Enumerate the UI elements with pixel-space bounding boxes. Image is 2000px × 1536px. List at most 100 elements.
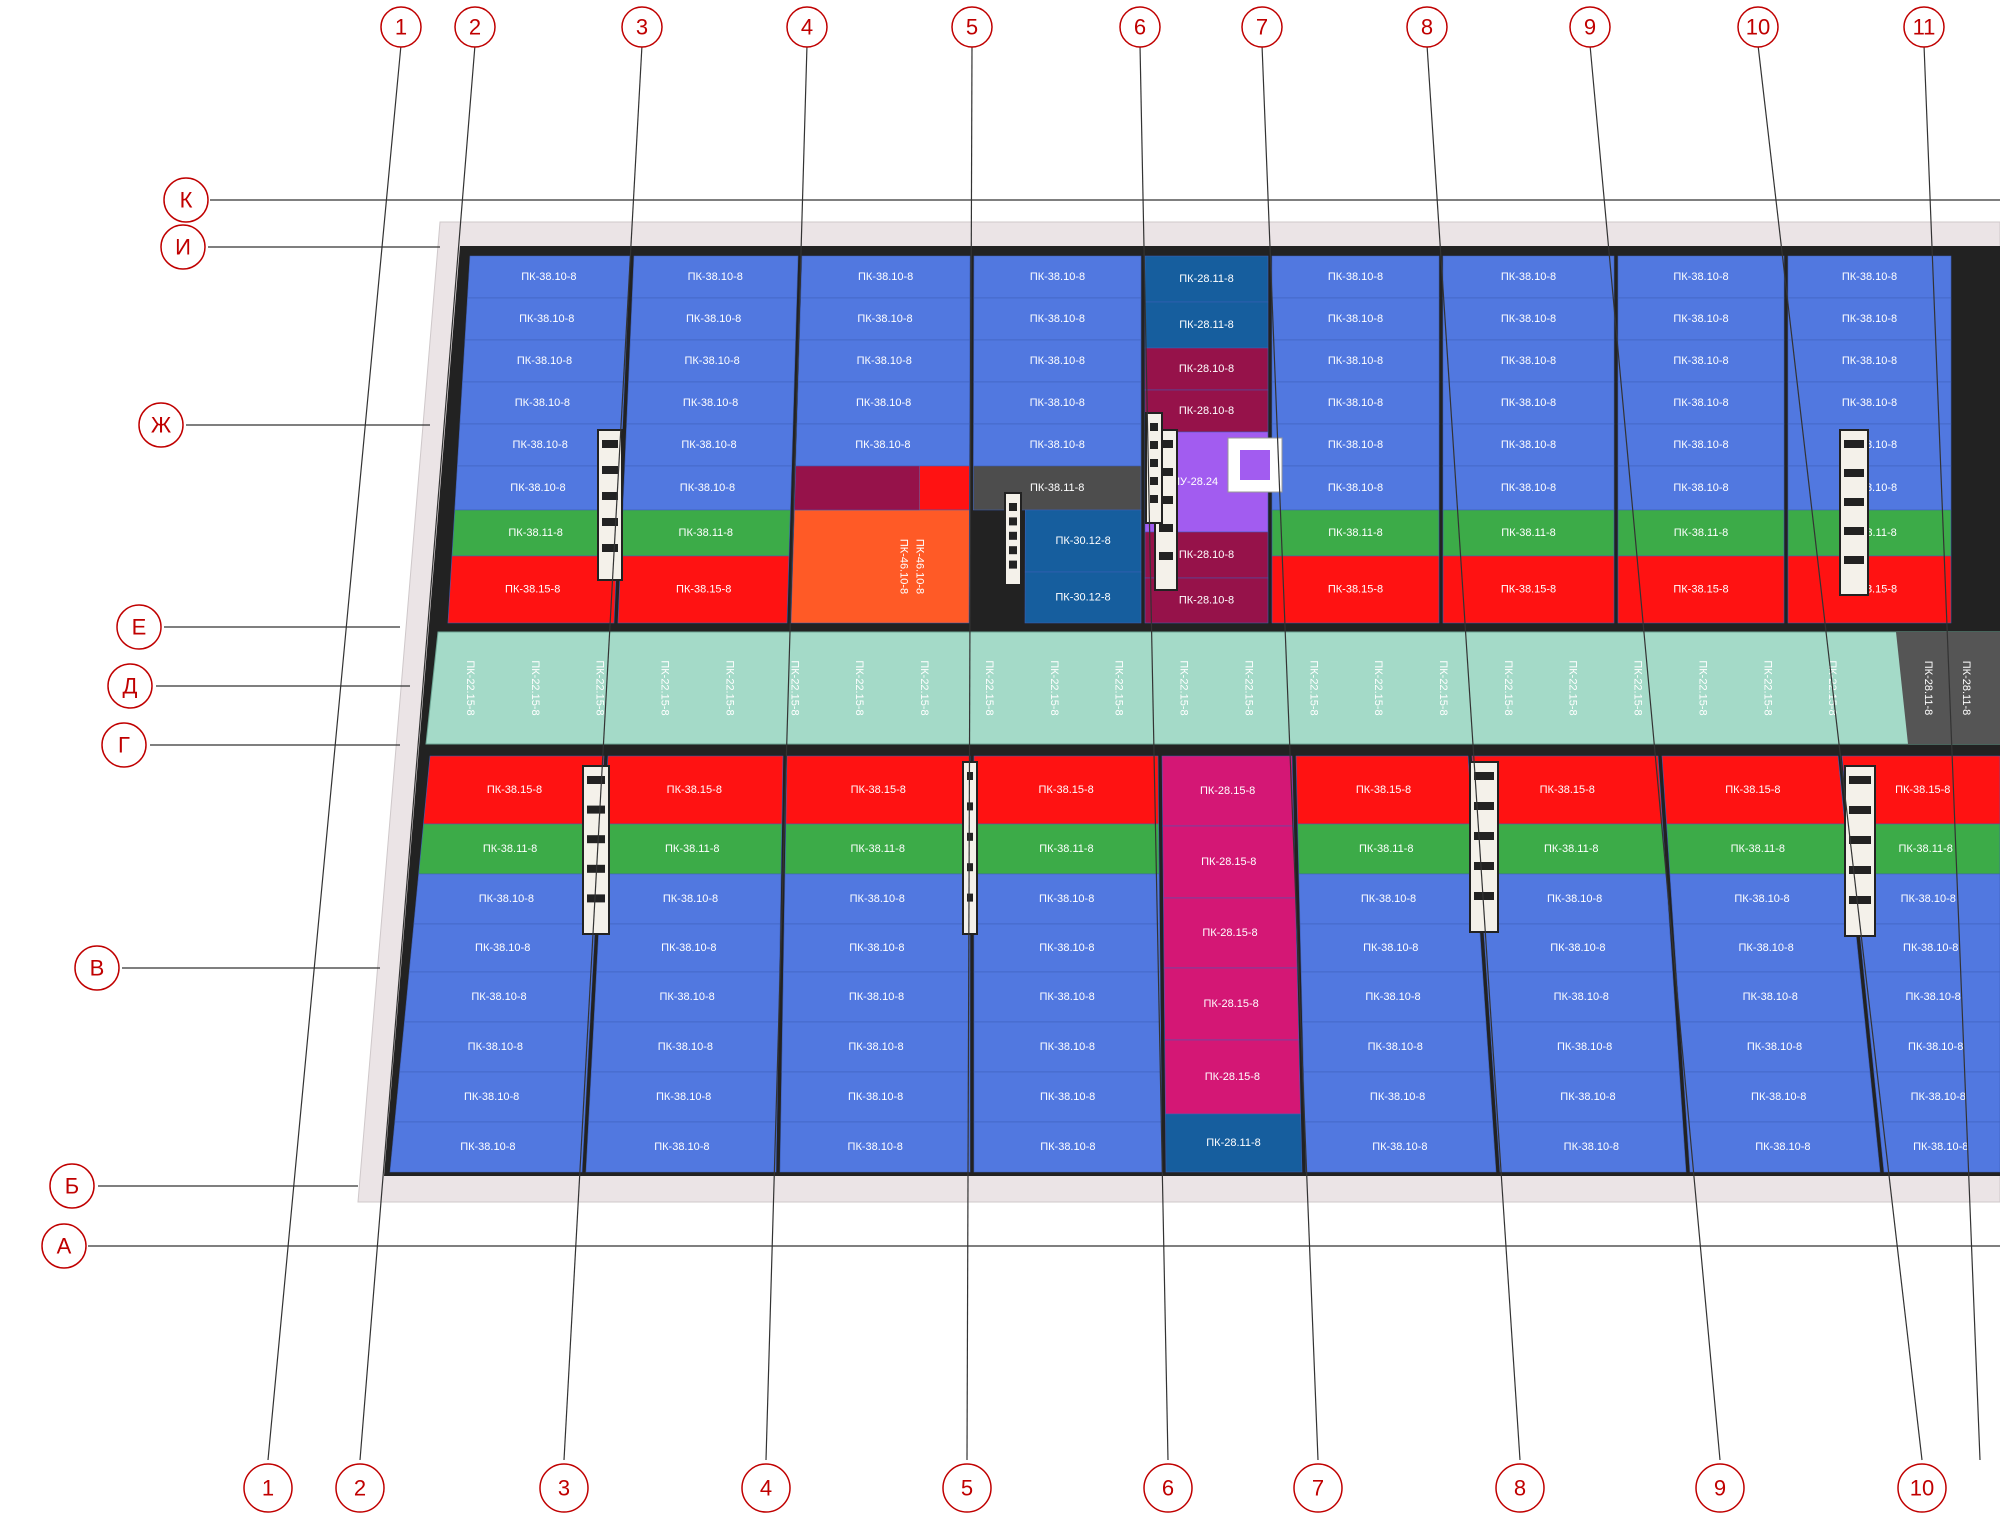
slab-label: ПК-38.15-8 [1356, 784, 1411, 796]
wall-opening [587, 894, 605, 903]
grid-axis-label: 5 [961, 1476, 973, 1501]
slab-label: ПК-38.10-8 [1734, 893, 1789, 905]
grid-axis-bubble [454, 6, 496, 48]
slab-label: ПК-38.10-8 [849, 991, 904, 1003]
slab-label: ПК-38.10-8 [1564, 1141, 1619, 1153]
grid-axis-bubble [1903, 6, 1945, 48]
grid-axis-label: 4 [760, 1476, 772, 1501]
slab-panel [1442, 555, 1615, 624]
slab-label: ПК-38.10-8 [1501, 271, 1556, 283]
slab-label: ПК-38.10-8 [468, 1041, 523, 1053]
slab-label: ПК-38.10-8 [1673, 355, 1728, 367]
slab-label: ПК-38.11-8 [1731, 843, 1785, 855]
slab-label: ПК-38.15-8 [1725, 784, 1780, 796]
slab-panel [585, 1121, 778, 1173]
grid-axis-label: 10 [1746, 15, 1770, 40]
slab-label: ПК-38.10-8 [521, 271, 576, 283]
wall-opening [1009, 503, 1017, 511]
grid-axis-bubble [1495, 1463, 1545, 1513]
grid-axis-label: Е [132, 615, 147, 640]
slab-label: ПК-38.10-8 [1673, 397, 1728, 409]
slab-label: ПК-38.10-8 [680, 482, 735, 494]
slab-label: ПК-38.11-8 [483, 843, 537, 855]
slab-label: ПК-38.10-8 [1328, 397, 1383, 409]
grid-axis-bubble [741, 1463, 791, 1513]
slab-label: ПК-38.10-8 [1557, 1041, 1612, 1053]
grid-axis-bubble [41, 1223, 87, 1269]
grid-axis-bubble [101, 722, 147, 768]
grid-axis-bubble [621, 6, 663, 48]
grid-axis-line [1261, 44, 1319, 1461]
slab-label: ПК-38.10-8 [1501, 397, 1556, 409]
slab-label: ПК-28.15-8 [1204, 998, 1259, 1010]
wall-opening [967, 893, 973, 902]
slab-label: ПК-28.15-8 [1201, 856, 1256, 868]
grid-axis-label: 9 [1584, 15, 1596, 40]
grid-axis-line [1139, 44, 1169, 1461]
slab-label: ПК-38.10-8 [1328, 482, 1383, 494]
corridor-slab-label: ПК-28.11-8 [1960, 661, 1972, 715]
grid-axis-label: 8 [1421, 15, 1433, 40]
slab-panel [1787, 555, 1952, 624]
grid-axis-label: 1 [262, 1476, 274, 1501]
slab-label: ПК-38.10-8 [1673, 313, 1728, 325]
slab-label: ПК-38.10-8 [1368, 1041, 1423, 1053]
slab-label: ПК-38.10-8 [1361, 893, 1416, 905]
wall-opening [1474, 862, 1494, 870]
slab-label: ПК-38.10-8 [857, 313, 912, 325]
grid-axis-bubble [243, 1463, 293, 1513]
slab-label: ПК-38.15-8 [676, 584, 731, 596]
wall-opening [1844, 527, 1864, 535]
slab-label-vertical: ПК-46.10-8 [898, 539, 910, 594]
slab-label: МУ-28.24 [1171, 476, 1218, 488]
slab-label: ПК-38.10-8 [513, 439, 568, 451]
wall-opening [1474, 802, 1494, 810]
grid-axis-label: А [57, 1234, 72, 1259]
slab-label: ПК-38.10-8 [848, 1041, 903, 1053]
grid-axis-label: 10 [1910, 1476, 1934, 1501]
grid-axis-line [1426, 44, 1521, 1461]
slab-panel [1858, 923, 2000, 973]
slab-label: ПК-38.15-8 [1673, 584, 1728, 596]
slab-label: ПК-38.10-8 [475, 942, 530, 954]
slab-panel [1686, 1121, 1881, 1173]
slab-label: ПК-28.15-8 [1200, 785, 1255, 797]
inner-walls [582, 412, 1876, 937]
slab-label: ПК-38.10-8 [1501, 439, 1556, 451]
slab-label: ПК-38.10-8 [471, 991, 526, 1003]
corridor-slab-label: ПК-22.15-8 [1567, 660, 1579, 715]
slab-panel [1873, 1071, 2000, 1123]
grid-axis-bubble [1695, 1463, 1745, 1513]
wall-column [1839, 429, 1869, 596]
wall-opening [1849, 806, 1871, 814]
slab-label: ПК-38.10-8 [1039, 893, 1094, 905]
slab-label: ПК-38.10-8 [460, 1141, 515, 1153]
grid-axis-label: Б [65, 1174, 79, 1199]
slab-label: ПК-38.15-8 [1501, 584, 1556, 596]
grid-axis-bubble [1119, 6, 1161, 48]
slab-label: ПК-38.10-8 [658, 1041, 713, 1053]
grid-axis-label: 6 [1134, 15, 1146, 40]
slab-label: ПК-38.10-8 [1842, 397, 1897, 409]
slab-label: ПК-38.11-8 [1359, 843, 1413, 855]
wall-opening [587, 805, 605, 814]
slab-panel [447, 555, 618, 624]
slab-label: ПК-38.10-8 [464, 1091, 519, 1103]
slab-label: ПК-38.10-8 [654, 1141, 709, 1153]
slab-label: ПК-38.10-8 [1747, 1041, 1802, 1053]
grid-axis-label: 2 [354, 1476, 366, 1501]
corridor-slab-label: ПК-22.15-8 [464, 660, 476, 715]
slab-label: ПК-38.10-8 [515, 397, 570, 409]
slab-label: ПК-38.10-8 [517, 355, 572, 367]
slab-label: ПК-38.11-8 [1039, 843, 1093, 855]
slab-label: ПК-38.11-8 [850, 843, 904, 855]
grid-axis-label: 7 [1256, 15, 1268, 40]
shaft-opening-core [1240, 450, 1270, 480]
slab-label: ПК-38.10-8 [1501, 355, 1556, 367]
slab-label: ПК-38.10-8 [681, 439, 736, 451]
grid-axis-bubble [160, 224, 206, 270]
slab-panel [1165, 1113, 1303, 1173]
grid-axis-line [966, 44, 973, 1461]
corridor-slab-label: ПК-22.15-8 [1502, 660, 1514, 715]
